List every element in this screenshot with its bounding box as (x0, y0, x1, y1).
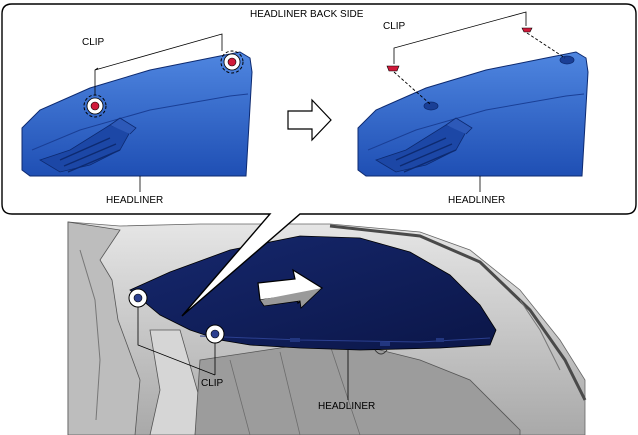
vehicle-clip-label: CLIP (201, 378, 224, 389)
left-clip-label: CLIP (82, 37, 105, 48)
vehicle-interior-illustration (67, 221, 587, 435)
left-clip-2 (220, 50, 244, 74)
right-headliner-illustration (357, 11, 589, 192)
vehicle-clip-2 (205, 324, 225, 344)
vehicle-headliner-label: HEADLINER (318, 401, 376, 412)
arrow-right-outline-icon (287, 98, 332, 142)
arrow-direction-icon (257, 268, 324, 309)
left-clip-1 (83, 94, 107, 118)
right-headliner-label: HEADLINER (448, 195, 506, 206)
right-clip-label: CLIP (383, 21, 406, 32)
left-headliner-illustration (21, 33, 253, 192)
callout-title: HEADLINER BACK SIDE (250, 9, 364, 20)
right-clip-removed-2 (521, 27, 533, 33)
left-headliner-label: HEADLINER (106, 195, 164, 206)
vehicle-clip-1 (128, 288, 148, 308)
right-clip-removed-1 (386, 65, 400, 72)
